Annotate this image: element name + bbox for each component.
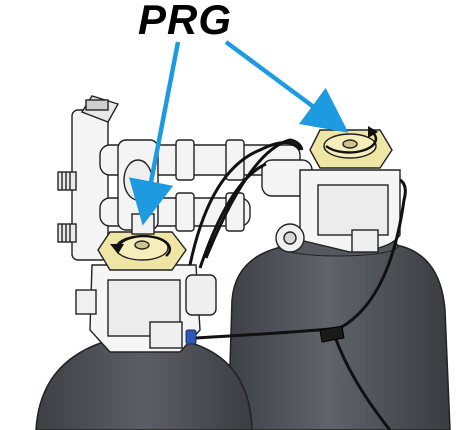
prg-arrow-right: [224, 40, 349, 133]
left-dial-rotation-arrowhead: [110, 244, 124, 254]
left-control-valve: [75, 213, 217, 353]
right-control-valve: [275, 129, 401, 253]
signal-tubes: [188, 138, 407, 430]
bypass-manifold: [57, 95, 313, 261]
tube-tee-fitting: [319, 325, 345, 343]
blue-connector: [185, 329, 197, 345]
right-dial-rotation-arrowhead: [368, 126, 378, 138]
left-tank: [35, 339, 253, 430]
prg-arrow-left: [129, 41, 181, 226]
prg-label: PRG: [138, 0, 233, 43]
prg-arrows: [129, 40, 349, 226]
right-dial-rotation-arrow: [325, 131, 378, 154]
left-dial-rotation-arrow: [116, 234, 172, 257]
